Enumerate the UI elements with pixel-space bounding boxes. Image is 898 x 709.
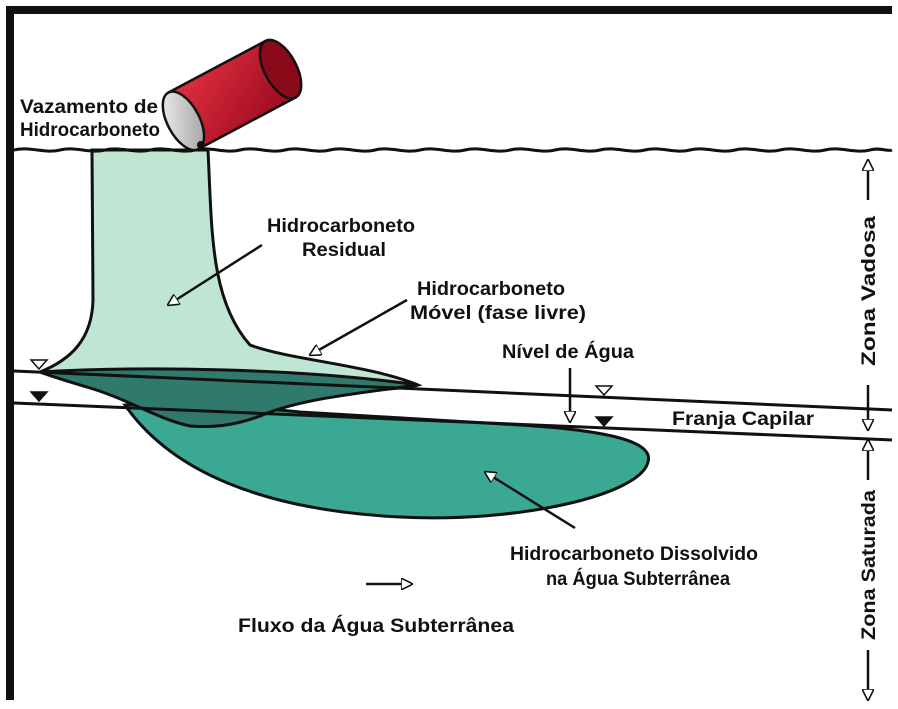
triangle-down-icon: [596, 417, 612, 426]
mobile-label-line2: Móvel (fase livre): [410, 303, 586, 324]
triangle-down-icon: [31, 360, 47, 369]
dissolved-label-line1: Hidrocarboneto Dissolvido: [510, 544, 758, 565]
spill-drop: [197, 141, 205, 149]
residual-label-line1: Hidrocarboneto: [267, 216, 415, 237]
barrel-icon: [154, 33, 309, 156]
spill-label-line2: Hidrocarboneto: [20, 120, 160, 141]
dissolved-label-line2: na Água Subterrânea: [546, 568, 730, 590]
capillary-fringe-label: Franja Capilar: [672, 409, 815, 430]
mobile-label-line1: Hidrocarboneto: [417, 279, 565, 300]
residual-label-line2: Residual: [302, 240, 386, 261]
saturated-zone-label: Zona Saturada: [859, 490, 880, 640]
mobile-pointer-arrow: [310, 300, 407, 355]
groundwater-flow-label: Fluxo da Água Subterrânea: [238, 615, 514, 637]
vadose-zone-label: Zona Vadosa: [859, 215, 880, 366]
spill-label-line1: Vazamento de: [20, 97, 158, 118]
triangle-down-icon: [31, 392, 47, 401]
residual-hydrocarbon-zone: [40, 150, 418, 391]
triangle-down-icon: [596, 386, 612, 395]
water-level-label: Nível de Água: [502, 341, 634, 363]
